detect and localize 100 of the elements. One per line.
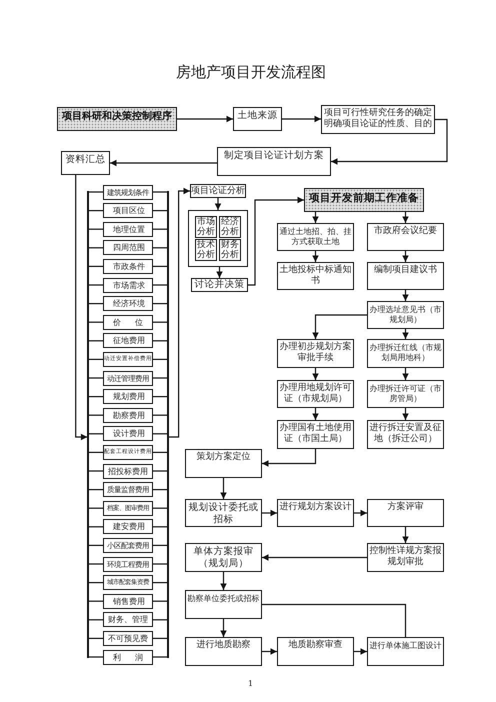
connector-line xyxy=(88,600,103,602)
connector-line xyxy=(88,340,103,342)
arrow xyxy=(402,329,409,339)
bus-line xyxy=(167,191,169,658)
process-box: 进行单体施工图设计 xyxy=(367,637,444,666)
connector-line xyxy=(88,638,103,639)
process-box: 编制项目建议书 xyxy=(367,262,444,290)
process-box: 策划方案定位 xyxy=(185,449,262,478)
arrow xyxy=(75,175,88,440)
list-item-box: 市场需求 xyxy=(103,278,153,292)
arrow xyxy=(312,408,319,420)
list-item-box: 市政条件 xyxy=(103,258,153,274)
list-item-box: 项目区位 xyxy=(103,203,153,218)
connector-line xyxy=(88,210,103,212)
list-item-box: 招投标费用 xyxy=(103,464,153,478)
arrow xyxy=(312,212,319,223)
arrow xyxy=(402,368,409,380)
arrow xyxy=(262,449,316,467)
arrow xyxy=(110,160,217,166)
connector-line xyxy=(153,266,168,267)
heading-box: 项目开发前期工作准备 xyxy=(304,188,424,212)
arrow xyxy=(262,648,277,655)
arrow xyxy=(168,188,190,438)
connector-line xyxy=(88,377,103,379)
connector-line xyxy=(88,247,103,248)
connector-line xyxy=(153,228,168,230)
connector-line xyxy=(153,526,168,528)
arrow xyxy=(402,408,409,420)
connector-line xyxy=(153,638,168,639)
list-item-box: 利润 xyxy=(103,650,153,664)
arrow xyxy=(177,116,233,122)
connector-line xyxy=(153,358,168,360)
connector-line xyxy=(153,433,168,434)
process-box: 项目可行性研究任务的确定明确项目论证的性质、目的 xyxy=(321,105,435,134)
connector-line xyxy=(88,489,103,490)
connector-line xyxy=(88,358,103,360)
process-box: 单体方案报审（规划局） xyxy=(185,543,262,572)
list-item-box: 经济环境 xyxy=(103,296,153,312)
list-item-box: 价位 xyxy=(103,314,153,330)
connector-line xyxy=(153,470,168,472)
connector-line xyxy=(153,656,168,658)
analysis-box: 经济分析 xyxy=(219,216,241,238)
arrow xyxy=(402,251,409,262)
connector-line xyxy=(88,582,103,584)
connector-line xyxy=(153,340,168,342)
connector-line xyxy=(153,489,168,490)
process-box: 地质勘察审查 xyxy=(277,637,354,666)
analysis-box: 财务分析 xyxy=(219,239,241,261)
process-box: 进行地质勘察 xyxy=(185,637,262,666)
process-box: 办理国有土地使用证（市国土局） xyxy=(277,420,354,449)
arrow xyxy=(282,116,321,122)
list-item-box: 建安费用 xyxy=(103,519,153,534)
connector-line xyxy=(88,266,103,267)
arrow xyxy=(312,251,319,262)
connector-line xyxy=(88,470,103,472)
connector-line xyxy=(153,303,168,304)
connector-line xyxy=(88,414,103,416)
arrow xyxy=(312,368,319,380)
connector-line xyxy=(88,526,103,528)
process-box: 讨论并决策 xyxy=(191,278,248,292)
list-item-box: 财务、管理 xyxy=(103,612,153,628)
arrow xyxy=(312,314,367,339)
connector-line xyxy=(88,396,103,398)
process-box: 土地来源 xyxy=(233,107,282,131)
list-item-box: 四周范围 xyxy=(103,240,153,256)
group-box xyxy=(188,210,248,267)
arrow xyxy=(220,478,227,499)
arrow xyxy=(214,198,222,210)
diagram-title: 房地产项目开发流程图 xyxy=(176,64,326,81)
connector-line xyxy=(88,433,103,434)
connector-line xyxy=(88,191,103,193)
process-box: 办理用地规划许可证（市规划局） xyxy=(277,380,354,408)
connector-line xyxy=(88,322,103,323)
arrow xyxy=(402,290,409,301)
list-item-box: 规划费用 xyxy=(103,389,153,404)
connector-line xyxy=(153,247,168,248)
arrow xyxy=(216,267,223,278)
process-box: 市政府会议纪要 xyxy=(367,223,444,251)
process-box: 进行拆迁安置及征地（拆迁公司） xyxy=(367,420,444,449)
connector-line xyxy=(153,619,168,620)
process-box: 进行规划方案设计 xyxy=(277,499,354,527)
process-box: 勘察单位委托或招标 xyxy=(185,590,262,619)
connector-line xyxy=(153,377,168,379)
connector-line xyxy=(153,582,168,584)
connector-line xyxy=(153,191,168,193)
arrow xyxy=(262,554,367,561)
connector-line xyxy=(88,544,103,546)
process-box: 通过土地招、拍、挂方式获取土地 xyxy=(277,223,354,251)
connector-line xyxy=(88,228,103,230)
page-number: 1 xyxy=(248,679,254,688)
list-item-box: 不可预见费 xyxy=(103,630,153,646)
list-item-box: 地理位置 xyxy=(103,222,153,237)
connector-line xyxy=(153,396,168,398)
heading-box: 项目科研和决策控制程序 xyxy=(57,107,177,131)
process-box: 制定项目论证计划方案 xyxy=(217,147,331,176)
connector-line xyxy=(153,452,168,453)
arrow xyxy=(248,196,304,286)
arrow xyxy=(220,619,227,637)
arrow xyxy=(331,118,448,165)
process-box: 控制性详规方案报规划审批 xyxy=(367,543,444,572)
